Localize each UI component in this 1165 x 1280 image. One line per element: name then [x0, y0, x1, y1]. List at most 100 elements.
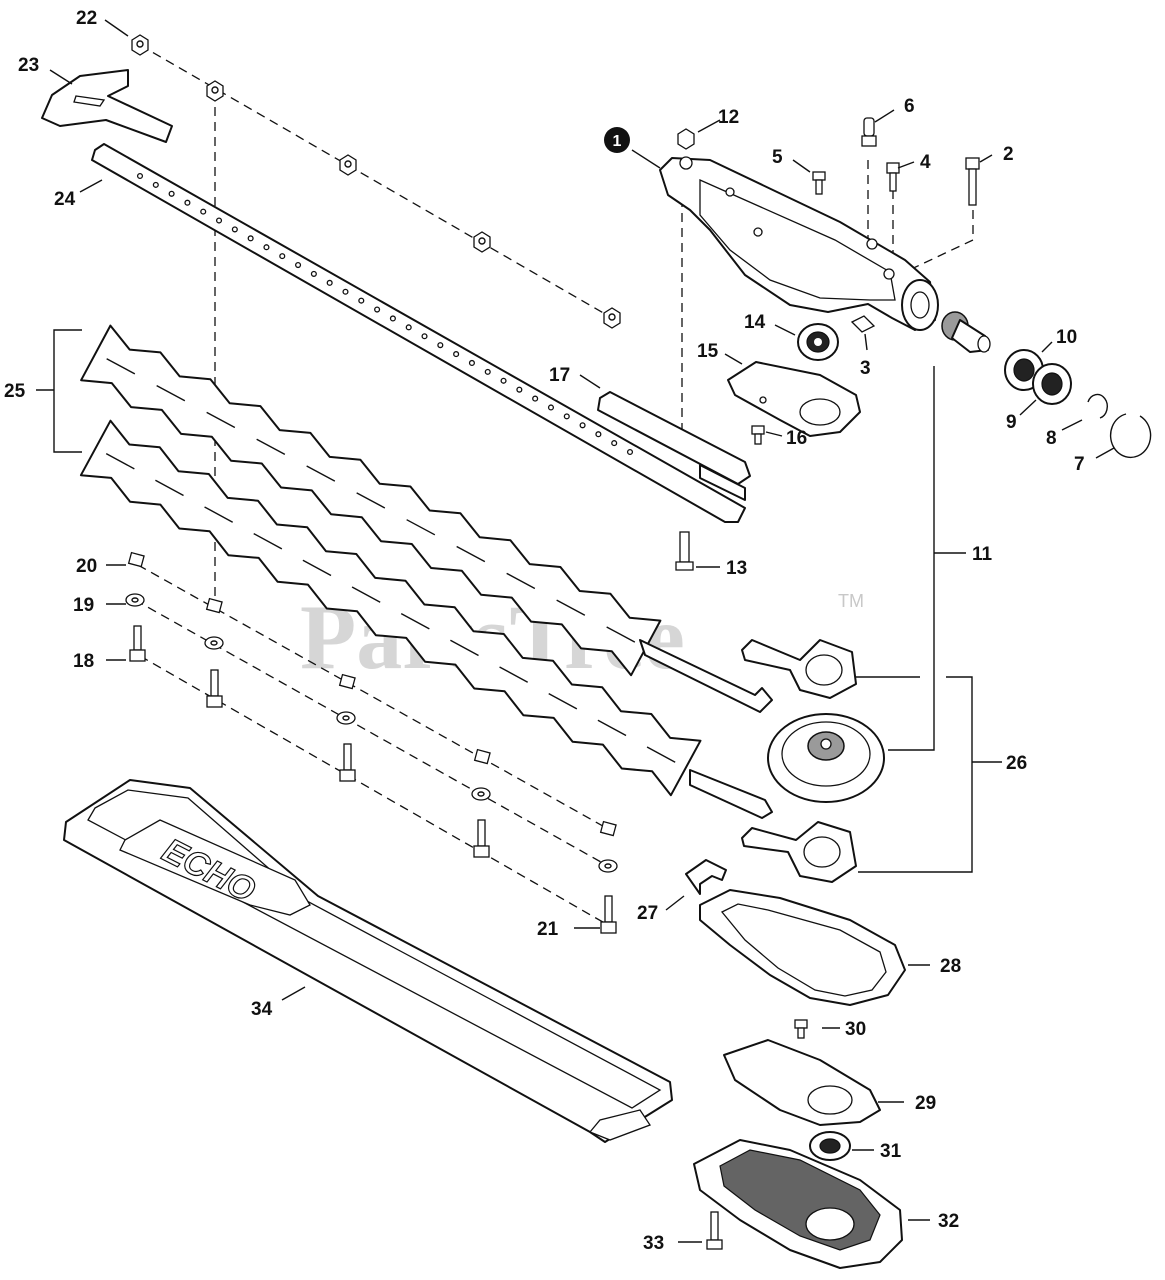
- hex-nuts: [131, 34, 621, 329]
- blade-slot: [506, 572, 536, 590]
- bar-hole: [374, 306, 381, 313]
- part-label-16: 16: [786, 428, 807, 449]
- bar-hole: [405, 324, 412, 331]
- guide-plate-part: [597, 391, 751, 501]
- screw-part: [812, 171, 826, 195]
- bar-hole: [279, 253, 286, 260]
- bar-hole: [136, 172, 144, 180]
- part-label-26: 26: [1006, 753, 1027, 774]
- gear-cover-gasket-part: [699, 889, 906, 1006]
- screw-part: [751, 425, 765, 445]
- bar-hole: [295, 261, 302, 269]
- bar-hole: [231, 226, 238, 233]
- blade-slot: [556, 599, 586, 616]
- part-label-13: 13: [726, 558, 747, 579]
- bar-hole: [484, 368, 491, 375]
- gear-assembly-parts: [741, 639, 885, 883]
- blade-slot: [406, 519, 436, 536]
- square-nut-part: [127, 551, 145, 568]
- part-label-22: 22: [76, 8, 97, 29]
- blade-slot: [156, 384, 186, 402]
- bolt-part: [706, 1211, 723, 1250]
- watermark-trademark: TM: [838, 591, 864, 611]
- hex-nut-icon: [603, 307, 621, 329]
- grease-fitting-part: [861, 117, 877, 147]
- square-nut-part: [599, 820, 617, 837]
- gear-case-part: [659, 156, 939, 331]
- bar-hole: [358, 297, 365, 304]
- part-label-9: 9: [1006, 412, 1017, 433]
- bar-hole: [342, 288, 349, 295]
- square-nut-part: [338, 673, 356, 690]
- blade-slot: [253, 533, 283, 550]
- bolt-part: [600, 895, 617, 934]
- part-label-31: 31: [880, 1141, 902, 1162]
- screw-part: [794, 1019, 808, 1039]
- screw-part: [965, 157, 980, 206]
- bar-hole: [200, 208, 207, 215]
- nut-part: [677, 128, 695, 150]
- bar-hole: [421, 333, 428, 340]
- bar-hole: [547, 404, 555, 411]
- part-label-7: 7: [1074, 454, 1085, 475]
- blade-slot: [106, 358, 136, 375]
- washer-part: [471, 787, 491, 801]
- part-label-29: 29: [915, 1093, 936, 1114]
- washer-part: [850, 315, 876, 333]
- part-label-14: 14: [744, 312, 766, 333]
- bearings-pair: [1004, 349, 1072, 405]
- bar-hole: [310, 270, 317, 277]
- square-nut-part: [205, 597, 223, 614]
- blade-slot: [606, 626, 636, 643]
- part-label-32: 32: [938, 1211, 959, 1232]
- bar-hole: [468, 359, 475, 367]
- blade-scabbard-part: ECHO: [63, 779, 673, 1143]
- blade-bar-part: [91, 143, 746, 523]
- gasket-part: [727, 361, 861, 437]
- washer-part: [336, 711, 356, 725]
- part-label-3: 3: [860, 358, 871, 379]
- part-label-12: 12: [718, 107, 739, 128]
- blade-slot: [204, 506, 234, 523]
- end-guard-part: [41, 69, 173, 143]
- part-label-17: 17: [549, 365, 570, 386]
- bar-hole: [453, 351, 460, 358]
- blade-slot: [155, 479, 184, 497]
- retaining-rings: [1087, 393, 1152, 459]
- blade-slot: [499, 666, 529, 683]
- blade-teeth: [79, 419, 702, 797]
- bar-hole: [516, 386, 523, 393]
- part-label-19: 19: [73, 595, 94, 616]
- part-label-2: 2: [1003, 144, 1014, 165]
- bar-hole: [168, 190, 175, 197]
- bar-hole: [152, 181, 159, 188]
- cutter-blades-part: [79, 324, 773, 819]
- blade-slot: [646, 746, 676, 763]
- part-label-11: 11: [972, 544, 993, 565]
- part-label-4: 4: [920, 152, 931, 173]
- leader-lines: [36, 19, 1115, 1243]
- bar-hole: [595, 431, 602, 438]
- bolt-part: [206, 669, 223, 708]
- bar-hole: [326, 279, 333, 286]
- bar-hole: [532, 395, 539, 402]
- scabbard-logo-text: ECHO: [156, 831, 261, 909]
- bar-hole: [215, 217, 223, 224]
- bolt-part: [473, 819, 490, 858]
- blade-slot: [351, 586, 381, 603]
- part-label-1: 1: [604, 127, 630, 153]
- bolt-part: [129, 625, 146, 662]
- blade-slot: [356, 492, 386, 509]
- bar-hole: [500, 377, 507, 384]
- part-label-30: 30: [845, 1019, 866, 1040]
- gear-case-hardware: [677, 117, 980, 333]
- bar-hole: [579, 422, 586, 429]
- washer-part: [598, 859, 618, 873]
- part-label-25: 25: [4, 381, 26, 402]
- part-label-20: 20: [76, 556, 97, 577]
- bar-hole: [626, 448, 634, 456]
- blade-slot: [597, 719, 627, 737]
- blade-slot: [548, 693, 578, 710]
- blade-slot: [400, 613, 430, 630]
- hex-nut-icon: [473, 231, 491, 253]
